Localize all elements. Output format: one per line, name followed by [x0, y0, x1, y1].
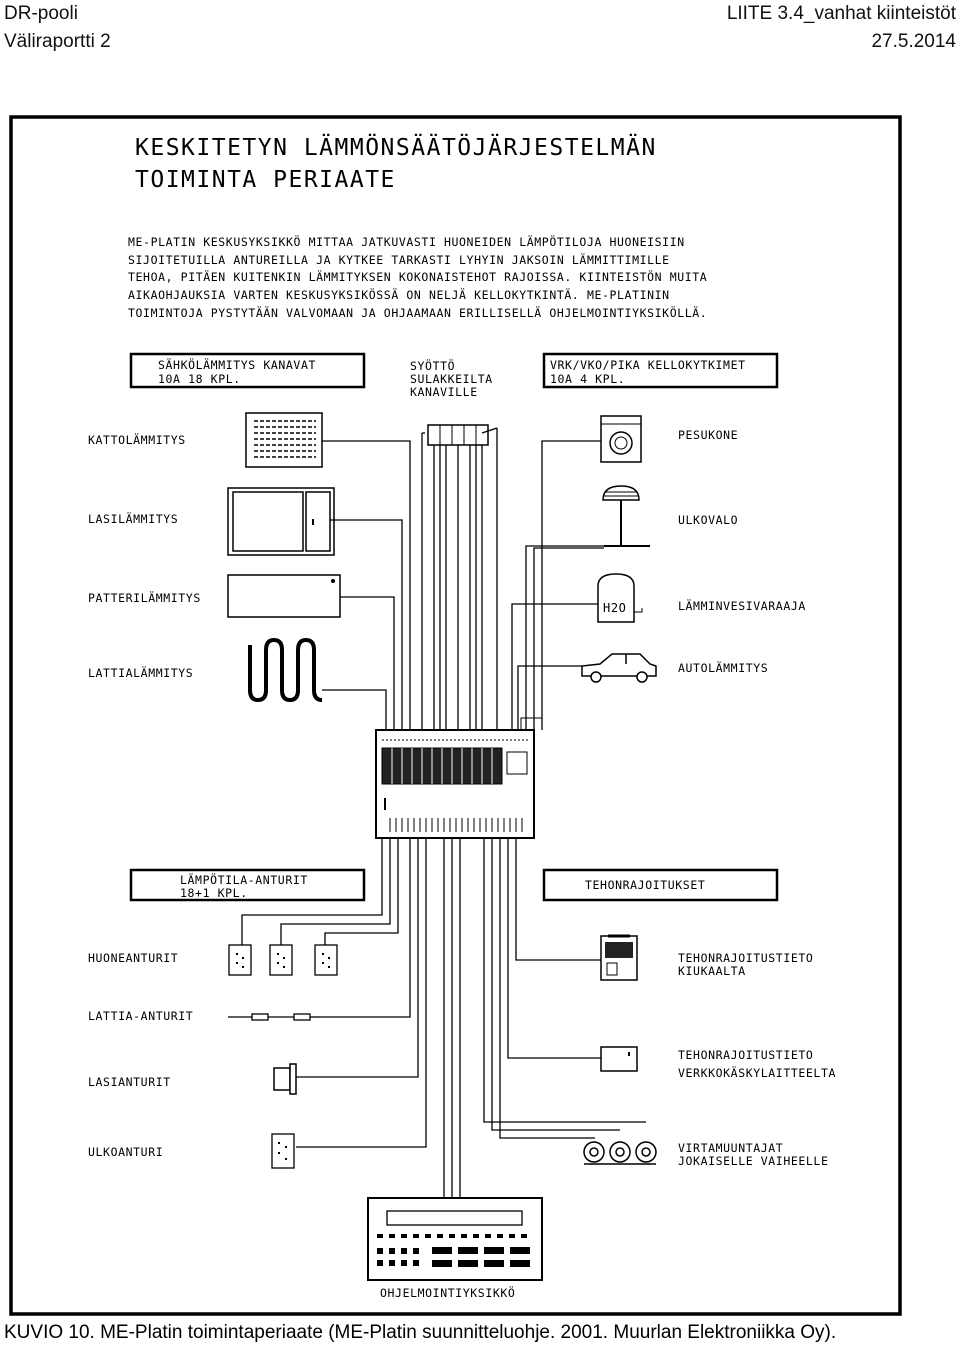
- header-right-line1: LIITE 3.4_vanhat kiinteistöt: [726, 3, 956, 24]
- figure-caption: KUVIO 10. ME-Platin toimintaperiaate (ME…: [4, 1322, 837, 1343]
- room-sensors-label: HUONEANTURIT: [88, 951, 178, 965]
- description-line-4: AIKAOHJAUKSIA VARTEN KESKUSYKSIKÖSSÄ ON …: [128, 286, 670, 302]
- sensors-box-line2: 18+1 KPL.: [180, 886, 248, 900]
- description-line-2: SIJOITETUILLA ANTUREILLA JA KYTKEE TARKA…: [128, 252, 670, 267]
- header-right-line2: 27.5.2014: [871, 31, 956, 52]
- glass-sensors-label: LASIANTURIT: [88, 1075, 171, 1089]
- heating-channels-line1: SÄHKÖLÄMMITYS KANAVAT: [158, 356, 316, 372]
- fuse-feed-label: SYÖTTÖ SULAKKEILTA KANAVILLE: [410, 357, 493, 399]
- load-outdoor-light-label: ULKOVALO: [678, 513, 738, 527]
- heating-channels-box: SÄHKÖLÄMMITYS KANAVAT 10A 18 KPL.: [129, 352, 366, 389]
- load-washing-machine-label: PESUKONE: [678, 428, 738, 442]
- boiler-label: H2O: [603, 601, 626, 615]
- description-line-5: TOIMINTOJA PYSTYTÄÄN VALVOMAAN JA OHJAAM…: [128, 304, 707, 320]
- diagram-frame: [9, 115, 902, 1316]
- load-water-heater-label: LÄMMINVESIVARAAJA: [678, 598, 806, 613]
- left-load-wires: [322, 440, 411, 730]
- right-load-wires: [511, 440, 604, 730]
- floor-heating-coil-icon: [248, 637, 323, 703]
- washing-machine-icon: [600, 415, 642, 463]
- transformers-line2: JOKAISELLE VAIHEELLE: [678, 1154, 828, 1168]
- ceiling-heater-icon: [245, 412, 323, 468]
- water-heater-icon: H2O: [597, 573, 643, 623]
- outdoor-light-icon: [602, 485, 650, 547]
- clock-switches-line1: VRK/VKO/PIKA KELLOKYTKIMET: [550, 358, 746, 372]
- fuses-line1: SYÖTTÖ: [410, 357, 455, 373]
- current-transformer-icons: [583, 1141, 657, 1165]
- clock-switches-box: VRK/VKO/PIKA KELLOKYTKIMET 10A 4 KPL.: [542, 352, 779, 389]
- clock-switches-line2: 10A 4 KPL.: [550, 372, 625, 386]
- sauna-limit-line1: TEHONRAJOITUSTIETO: [678, 951, 813, 965]
- temperature-sensors-box: LÄMPÖTILA-ANTURIT 18+1 KPL.: [129, 868, 366, 902]
- lower-wires: [241, 838, 646, 1198]
- fuse-block-icon: [427, 424, 489, 446]
- fuses-line3: KANAVILLE: [410, 385, 478, 399]
- central-unit-icon: [375, 717, 543, 839]
- programming-unit-label: OHJELMOINTIYKSIKKÖ: [380, 1284, 515, 1300]
- trunk-wires: [421, 427, 498, 730]
- power-limits-box-line1: TEHONRAJOITUKSET: [585, 878, 705, 892]
- floor-sensor-icons: [228, 1013, 320, 1021]
- load-floor-heating-label: LATTIALÄMMITYS: [88, 665, 193, 680]
- load-radiator-heating-label: PATTERILÄMMITYS: [88, 590, 201, 605]
- ripple-limit-line2: VERKKOKÄSKYLAITTEELTA: [678, 1065, 836, 1080]
- car-icon: [581, 653, 657, 683]
- fuses-line2: SULAKKEILTA: [410, 372, 493, 386]
- ripple-control-icon: [600, 1046, 638, 1072]
- sensors-box-line1: LÄMPÖTILA-ANTURIT: [180, 871, 308, 887]
- description-line-3: TEHOA, PITÄEN KUITENKIN LÄMMITYKSEN KOKO…: [128, 268, 707, 284]
- heating-channels-line2: 10A 18 KPL.: [158, 372, 241, 386]
- radiator-icon: [227, 574, 341, 618]
- description-line-1: ME-PLATIN KESKUSYKSIKKÖ MITTAA JATKUVAST…: [128, 233, 685, 249]
- room-sensor-icons: [228, 944, 338, 976]
- glass-sensor-icon: [273, 1063, 297, 1095]
- load-ceiling-heating-label: KATTOLÄMMITYS: [88, 432, 186, 447]
- load-glass-heating-label: LASILÄMMITYS: [88, 511, 178, 526]
- outdoor-sensor-icon: [271, 1133, 295, 1169]
- diagram-title-line2: TOIMINTA PERIAATE: [135, 167, 396, 193]
- power-limits-box: TEHONRAJOITUKSET: [542, 868, 779, 902]
- sauna-stove-icon: [600, 934, 638, 981]
- diagram-title-line1: KESKITETYN LÄMMÖNSÄÄTÖJÄRJESTELMÄN: [135, 133, 657, 161]
- header-left-line2: Väliraportti 2: [4, 31, 111, 52]
- transformers-line1: VIRTAMUUNTAJAT: [678, 1141, 783, 1155]
- header-left-line1: DR-pooli: [4, 3, 78, 24]
- load-car-heating-label: AUTOLÄMMITYS: [678, 660, 768, 675]
- window-heater-icon: [227, 487, 335, 556]
- outdoor-sensor-label: ULKOANTURI: [88, 1145, 163, 1159]
- ripple-limit-line1: TEHONRAJOITUSTIETO: [678, 1048, 813, 1062]
- floor-sensors-label: LATTIA-ANTURIT: [88, 1009, 193, 1023]
- sauna-limit-line2: KIUKAALTA: [678, 964, 746, 978]
- programming-unit-icon: [367, 1197, 543, 1281]
